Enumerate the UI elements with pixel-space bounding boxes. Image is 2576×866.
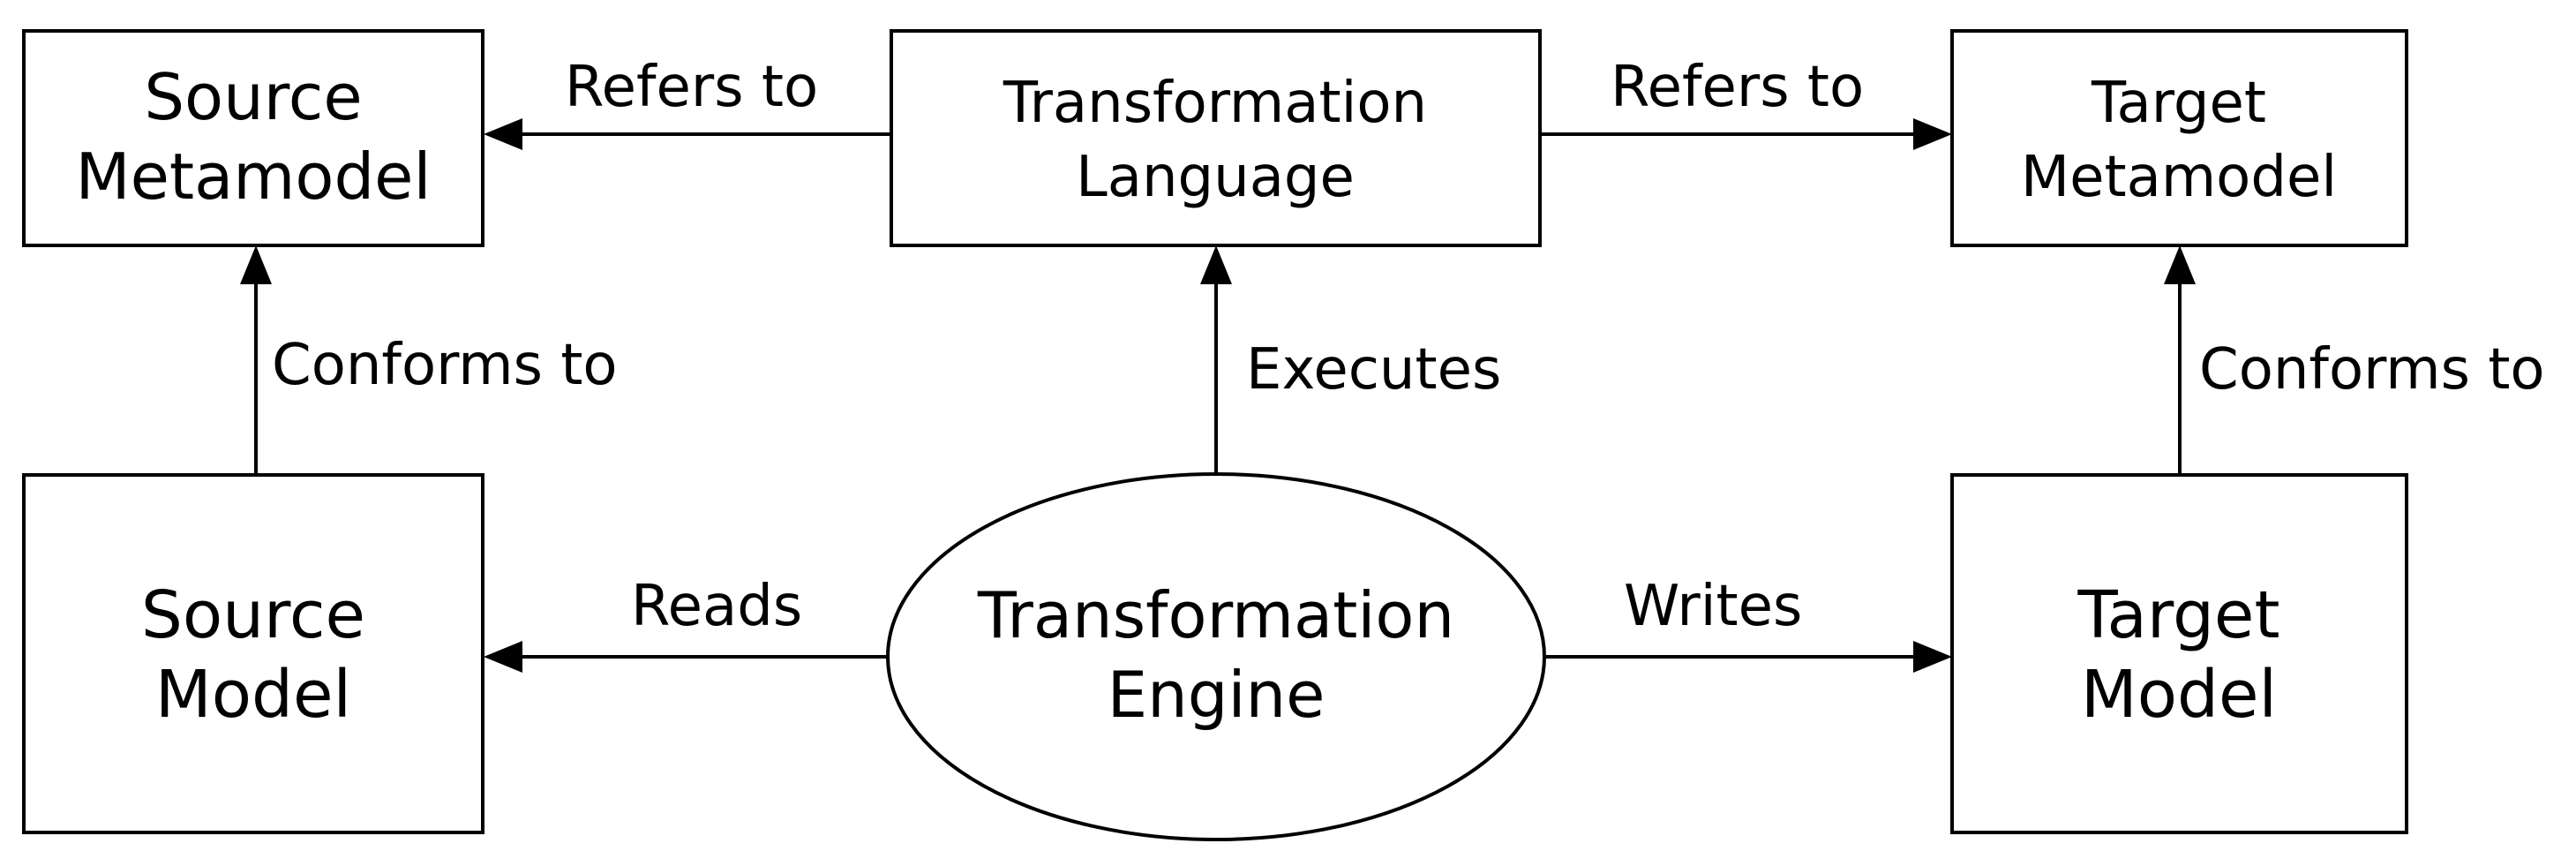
edge-engine-writes: Writes bbox=[1544, 574, 1952, 673]
edge-engine-reads: Reads bbox=[484, 574, 887, 673]
node-label-line1: Source bbox=[141, 577, 365, 653]
arrowhead bbox=[484, 118, 522, 150]
node-label-line1: Target bbox=[2077, 577, 2280, 653]
node-label-line2: Engine bbox=[1108, 658, 1326, 732]
edge-label-refers-to-source: Refers to bbox=[565, 55, 818, 120]
node-source-model: Source Model bbox=[22, 473, 484, 834]
node-label-line2: Model bbox=[155, 657, 351, 733]
arrowhead bbox=[484, 641, 522, 673]
node-label-line2: Metamodel bbox=[2021, 145, 2337, 210]
edge-label-conforms-to-target: Conforms to bbox=[2199, 337, 2545, 403]
edge-language-refers-target: Refers to bbox=[1540, 55, 1952, 150]
edge-label-refers-to-target: Refers to bbox=[1611, 55, 1864, 120]
edge-engine-executes: Executes bbox=[1200, 245, 1501, 477]
edge-label-writes: Writes bbox=[1624, 574, 1802, 639]
edge-language-refers-source: Refers to bbox=[484, 55, 891, 150]
node-target-metamodel: Target Metamodel bbox=[1950, 29, 2408, 247]
node-transformation-language: Transformation Language bbox=[890, 29, 1542, 247]
node-source-metamodel: Source Metamodel bbox=[22, 29, 484, 247]
node-label-line1: Source bbox=[144, 60, 362, 134]
edge-label-conforms-to-source: Conforms to bbox=[272, 333, 618, 398]
arrowhead bbox=[2164, 245, 2196, 284]
edge-label-executes: Executes bbox=[1246, 337, 1501, 403]
node-label-line2: Language bbox=[1076, 145, 1355, 210]
edge-source-conforms: Conforms to bbox=[240, 245, 618, 475]
node-label-line1: Target bbox=[2091, 71, 2266, 136]
edge-label-reads: Reads bbox=[631, 574, 802, 639]
node-label-line1: Transformation bbox=[977, 578, 1454, 652]
node-label-line2: Metamodel bbox=[76, 139, 432, 214]
node-transformation-engine: Transformation Engine bbox=[886, 472, 1546, 841]
node-label-line1: Transformation bbox=[1003, 71, 1427, 136]
node-label-line2: Model bbox=[2081, 657, 2277, 733]
arrowhead bbox=[240, 245, 272, 284]
arrowhead bbox=[1913, 641, 1952, 673]
node-target-model: Target Model bbox=[1950, 473, 2408, 834]
arrowhead bbox=[1200, 245, 1232, 284]
arrowhead bbox=[1913, 118, 1952, 150]
edge-target-conforms: Conforms to bbox=[2164, 245, 2545, 475]
